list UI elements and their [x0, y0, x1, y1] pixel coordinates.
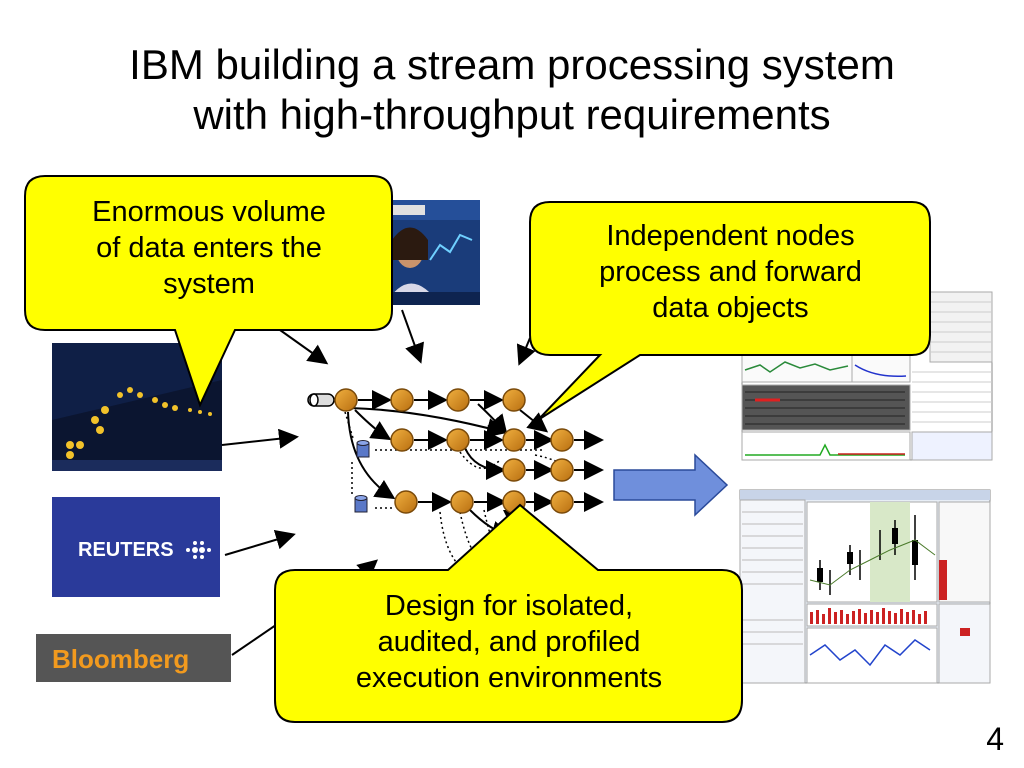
- callout-nodes-line: process and forward: [599, 256, 862, 288]
- input-pipe-icon: [307, 393, 335, 407]
- callout-nodes-text: Independent nodes process and forward da…: [533, 218, 928, 326]
- callout-volume: [24, 175, 393, 408]
- reuters-logo: REUTERS: [52, 497, 220, 597]
- callout-design-text: Design for isolated, audited, and profil…: [278, 588, 740, 696]
- bloomberg-text: Bloomberg: [52, 644, 189, 674]
- processing-node: [502, 458, 526, 482]
- processing-node: [550, 428, 574, 452]
- trading-chart-screenshot-icon: [739, 489, 991, 684]
- callout-design-line: Design for isolated,: [384, 590, 634, 622]
- title-line-1: IBM building a stream processing system: [129, 41, 895, 88]
- output-arrow-icon: [613, 453, 729, 517]
- processing-node: [550, 490, 574, 514]
- callout-nodes-line: Independent nodes: [606, 220, 855, 252]
- bloomberg-logo: Bloomberg: [36, 634, 231, 682]
- page-number: 4: [986, 721, 1004, 757]
- callout-volume-line: system: [163, 268, 255, 300]
- callout-volume-line: Enormous volume: [92, 196, 326, 228]
- callout-volume-line: of data enters the: [96, 232, 322, 264]
- processing-node: [502, 428, 526, 452]
- database-icon: [354, 495, 368, 513]
- news-anchor-image: [380, 200, 480, 305]
- callout-design: [274, 503, 743, 723]
- processing-node: [450, 490, 474, 514]
- processing-node: [334, 388, 358, 412]
- processing-node: [502, 388, 526, 412]
- processing-node: [390, 388, 414, 412]
- processing-node: [394, 490, 418, 514]
- reuters-text: REUTERS: [78, 539, 174, 561]
- title-line-2: with high-throughput requirements: [193, 91, 831, 138]
- database-icon: [356, 440, 370, 458]
- processing-node: [550, 458, 574, 482]
- callout-nodes-line: data objects: [652, 292, 809, 324]
- callout-nodes: [529, 201, 931, 421]
- callout-volume-text: Enormous volume of data enters the syste…: [28, 194, 390, 302]
- processing-node: [446, 388, 470, 412]
- slide-title: IBM building a stream processing system …: [0, 40, 1024, 140]
- processing-node: [390, 428, 414, 452]
- callout-design-line: audited, and profiled: [377, 626, 641, 658]
- stream-edges: [334, 390, 604, 565]
- callout-design-line: execution environments: [355, 662, 663, 694]
- processing-node: [446, 428, 470, 452]
